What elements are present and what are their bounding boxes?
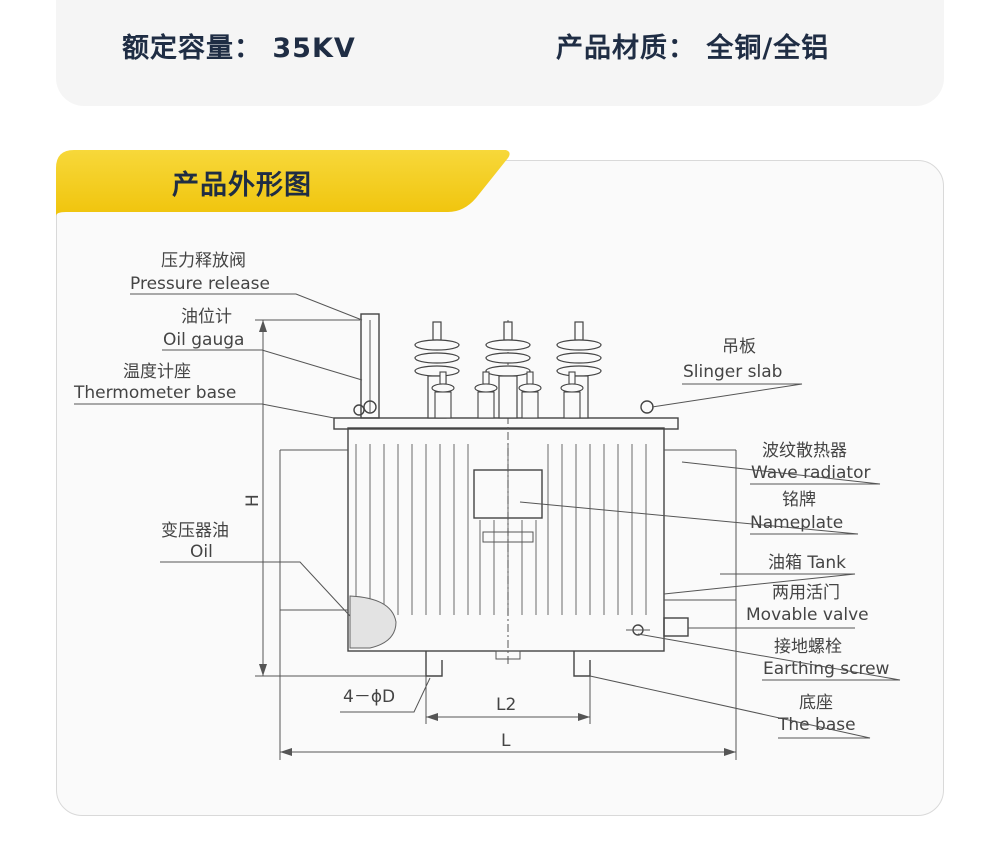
slinger-left — [353, 404, 365, 416]
section-tab — [56, 150, 510, 216]
dimension-l — [280, 748, 736, 756]
label-slinger-cn: 吊板 — [722, 337, 756, 357]
lv-bushing-2 — [518, 371, 542, 419]
label-thermometer-cn: 温度计座 — [123, 362, 191, 382]
label-dim-l: L — [501, 731, 511, 751]
lv-bushing-4 — [431, 371, 455, 419]
slinger-right — [640, 400, 654, 414]
label-nameplate-en: Nameplate — [750, 513, 843, 533]
label-tank: 油箱 Tank — [768, 553, 846, 573]
label-thermometer-en: Thermometer base — [73, 383, 236, 403]
section-title: 产品外形图 — [172, 170, 312, 201]
outline-drawing-card — [56, 160, 944, 816]
dimension-h — [255, 319, 426, 677]
tank-body — [347, 427, 665, 652]
movable-valve — [663, 617, 689, 637]
hv-bushing-center — [485, 321, 531, 419]
label-base-cn: 底座 — [799, 693, 833, 713]
lv-bushing-3 — [560, 371, 584, 419]
label-oil-en: Oil — [190, 542, 213, 562]
label-dim-hole: 4－ϕD — [343, 687, 395, 707]
lv-bushing-1 — [474, 371, 498, 419]
label-pressure-release-en: Pressure release — [130, 274, 270, 294]
label-oil-gauge-cn: 油位计 — [181, 307, 232, 327]
label-wave-cn: 波纹散热器 — [762, 441, 847, 461]
label-nameplate-cn: 铭牌 — [782, 490, 816, 510]
label-earth-cn: 接地螺栓 — [774, 637, 842, 657]
label-oil-cn: 变压器油 — [161, 521, 229, 541]
label-valve-cn: 两用活门 — [772, 583, 840, 603]
label-valve-en: Movable valve — [746, 605, 869, 625]
base-foot-left — [425, 651, 443, 677]
label-dim-h: H — [243, 494, 263, 507]
label-oil-gauge-en: Oil gauga — [163, 330, 244, 350]
label-earth-en: Earthing screw — [763, 659, 890, 679]
base-foot-right — [573, 651, 591, 677]
rated-capacity: 额定容量： 35KV — [122, 33, 356, 64]
product-material: 产品材质： 全铜/全铝 — [556, 33, 830, 64]
oil-gauge-column — [360, 313, 380, 419]
label-slinger-en: Slinger slab — [683, 362, 782, 382]
leader-lines — [74, 293, 901, 739]
label-base-en: The base — [777, 715, 856, 735]
label-dim-l2: L2 — [496, 695, 516, 715]
dimension-l2 — [425, 676, 591, 724]
label-pressure-release-cn: 压力释放阀 — [161, 251, 246, 271]
label-wave-en: Wave radiator — [751, 463, 870, 483]
oil-region — [349, 595, 397, 649]
spec-card: 额定容量： 35KV 产品材质： 全铜/全铝 — [56, 0, 944, 106]
